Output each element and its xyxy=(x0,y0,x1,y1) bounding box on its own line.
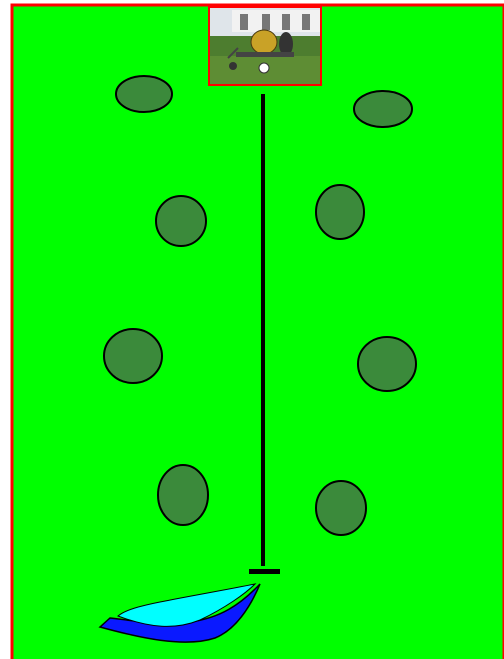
tree xyxy=(354,91,412,127)
sprinkler-head xyxy=(249,569,280,574)
tree xyxy=(358,337,416,391)
tree xyxy=(156,196,206,246)
reel-wheel xyxy=(259,63,269,73)
tree xyxy=(316,481,366,535)
hose-reel-drum xyxy=(251,30,277,54)
field xyxy=(12,5,504,659)
tree xyxy=(158,465,208,525)
hose-reel-photo xyxy=(209,7,321,85)
tree xyxy=(104,329,162,383)
tree xyxy=(116,76,172,112)
tree xyxy=(316,185,364,239)
